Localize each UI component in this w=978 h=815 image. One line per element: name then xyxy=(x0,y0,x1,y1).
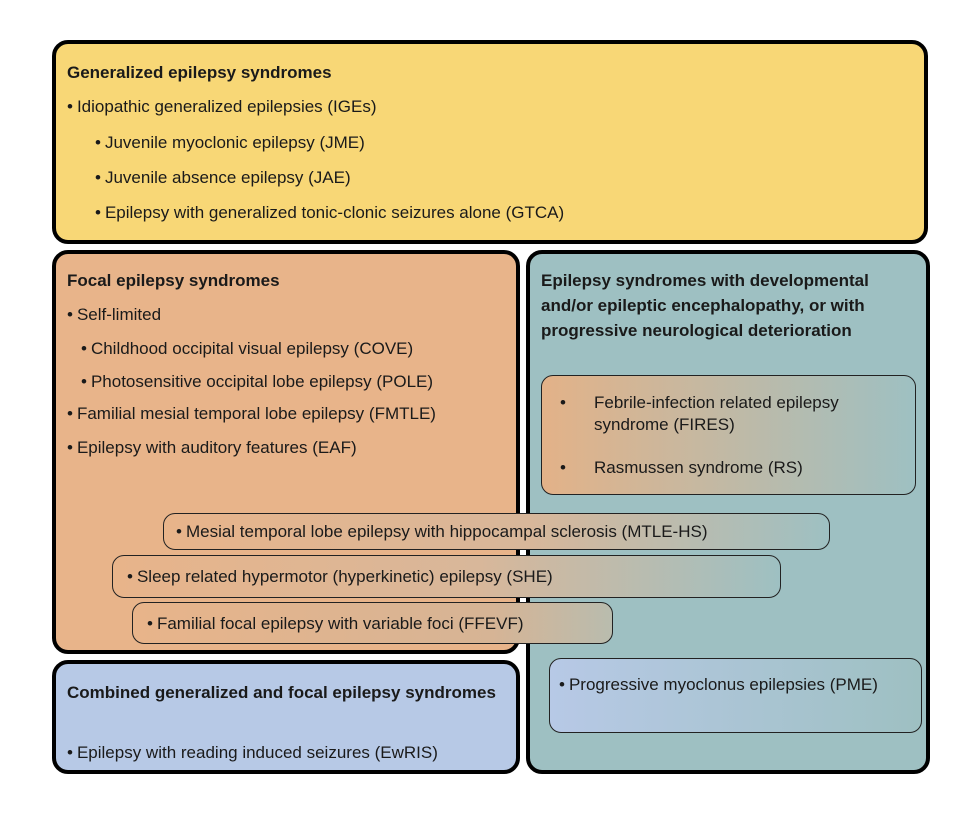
list-item: •Juvenile myoclonic epilepsy (JME) xyxy=(95,133,365,152)
combined-syndromes-box: Combined generalized and focal epilepsy … xyxy=(52,660,520,774)
list-item: •Sleep related hypermotor (hyperkinetic)… xyxy=(127,567,553,586)
list-item: •Familial mesial temporal lobe epilepsy … xyxy=(67,404,436,423)
list-item: •Familial focal epilepsy with variable f… xyxy=(147,614,524,633)
list-item: •Epilepsy with auditory features (EAF) xyxy=(67,438,357,457)
list-item: •Childhood occipital visual epilepsy (CO… xyxy=(81,339,414,358)
list-item: •Rasmussen syndrome (RS) xyxy=(560,458,803,477)
list-item: •Epilepsy with generalized tonic-clonic … xyxy=(95,203,565,222)
pme-box: •Progressive myoclonus epilepsies (PME) xyxy=(549,658,922,733)
list-item: •Juvenile absence epilepsy (JAE) xyxy=(95,168,351,187)
overlap-box-ffevf: •Familial focal epilepsy with variable f… xyxy=(132,602,613,644)
dee-inner-box: • Febrile-infection related epilepsy syn… xyxy=(541,375,916,495)
list-item: •Idiopathic generalized epilepsies (IGEs… xyxy=(67,97,377,116)
list-item: •Mesial temporal lobe epilepsy with hipp… xyxy=(176,522,708,541)
list-item: •Epilepsy with reading induced seizures … xyxy=(67,743,438,762)
list-item: •Photosensitive occipital lobe epilepsy … xyxy=(81,372,434,391)
dee-title: Epilepsy syndromes with developmental an… xyxy=(541,271,869,340)
list-item: •Self-limited xyxy=(67,305,162,324)
overlap-box-she: •Sleep related hypermotor (hyperkinetic)… xyxy=(112,555,781,598)
combined-title: Combined generalized and focal epilepsy … xyxy=(67,683,496,702)
generalized-syndromes-box: Generalized epilepsy syndromes •Idiopath… xyxy=(52,40,928,244)
focal-title: Focal epilepsy syndromes xyxy=(67,271,280,290)
overlap-box-mtle-hs: •Mesial temporal lobe epilepsy with hipp… xyxy=(163,513,830,550)
list-item: • Febrile-infection related epilepsy syn… xyxy=(560,393,839,434)
list-item: •Progressive myoclonus epilepsies (PME) xyxy=(559,675,878,694)
generalized-title: Generalized epilepsy syndromes xyxy=(67,63,332,82)
